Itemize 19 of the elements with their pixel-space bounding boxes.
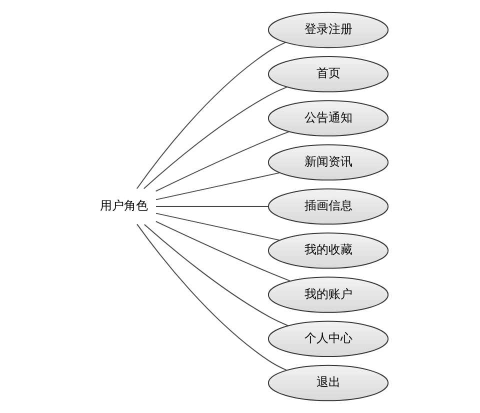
node-ellipse: 插画信息 [268, 188, 389, 225]
node-ellipse: 公告通知 [268, 100, 389, 136]
connector [155, 212, 280, 241]
node-ellipse: 个人中心 [268, 320, 389, 358]
node-ellipse: 首页 [268, 56, 389, 92]
connector [155, 172, 280, 200]
node-ellipse: 我的账户 [268, 276, 389, 313]
connector [136, 42, 286, 190]
node-ellipse: 登录注册 [268, 12, 389, 48]
node-ellipse: 我的收藏 [268, 232, 389, 269]
connector [143, 86, 288, 190]
connector [155, 206, 269, 207]
connector [136, 224, 287, 371]
connector [155, 220, 291, 282]
connector [155, 131, 290, 192]
node-text: 用户角色 [100, 198, 148, 213]
node-ellipse: 退出 [268, 364, 389, 402]
connector [144, 224, 289, 326]
node-ellipse: 新闻资讯 [268, 144, 389, 181]
